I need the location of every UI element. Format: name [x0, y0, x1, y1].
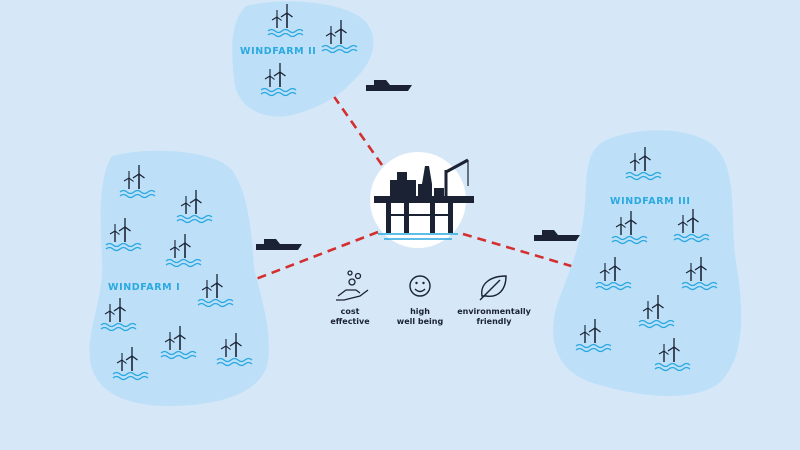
- windfarm-3: WINDFARM III: [553, 130, 742, 397]
- windfarm-3-region: [553, 130, 742, 397]
- leaf-icon: [479, 275, 507, 301]
- windfarm-2-region: [232, 1, 374, 117]
- ship-icon: [256, 239, 302, 250]
- windfarm-2: WINDFARM II: [232, 1, 374, 117]
- benefit-label-line2: effective: [330, 317, 370, 326]
- smiley-face-icon: [409, 275, 431, 297]
- oil-platform-icon: [370, 152, 474, 248]
- benefit-cost-effective: cost effective: [330, 270, 370, 326]
- benefit-label-line2: friendly: [477, 317, 513, 326]
- windfarm-3-label: WINDFARM III: [610, 196, 690, 207]
- windfarm-1-region: [89, 150, 269, 406]
- ship-icon: [534, 230, 580, 241]
- connector-lines: [247, 87, 579, 284]
- windfarm-2-label: WINDFARM II: [240, 46, 316, 57]
- benefit-label-line1: environmentally: [457, 307, 531, 316]
- windfarm-1: WINDFARM I: [89, 150, 269, 406]
- benefit-label-line2: well being: [397, 317, 444, 326]
- benefit-high-well-being: high well being: [397, 275, 444, 326]
- benefit-environmentally-friendly: environmentally friendly: [457, 275, 532, 326]
- benefit-label-line1: high: [410, 307, 430, 316]
- benefit-label-line1: cost: [341, 307, 360, 316]
- hand-coins-icon: [336, 270, 369, 301]
- connector-windfarm-1: [247, 230, 379, 284]
- windfarm-1-label: WINDFARM I: [108, 282, 180, 293]
- connector-windfarm-3: [462, 232, 579, 270]
- connector-windfarm-2: [326, 87, 384, 166]
- ship-icon: [366, 80, 412, 91]
